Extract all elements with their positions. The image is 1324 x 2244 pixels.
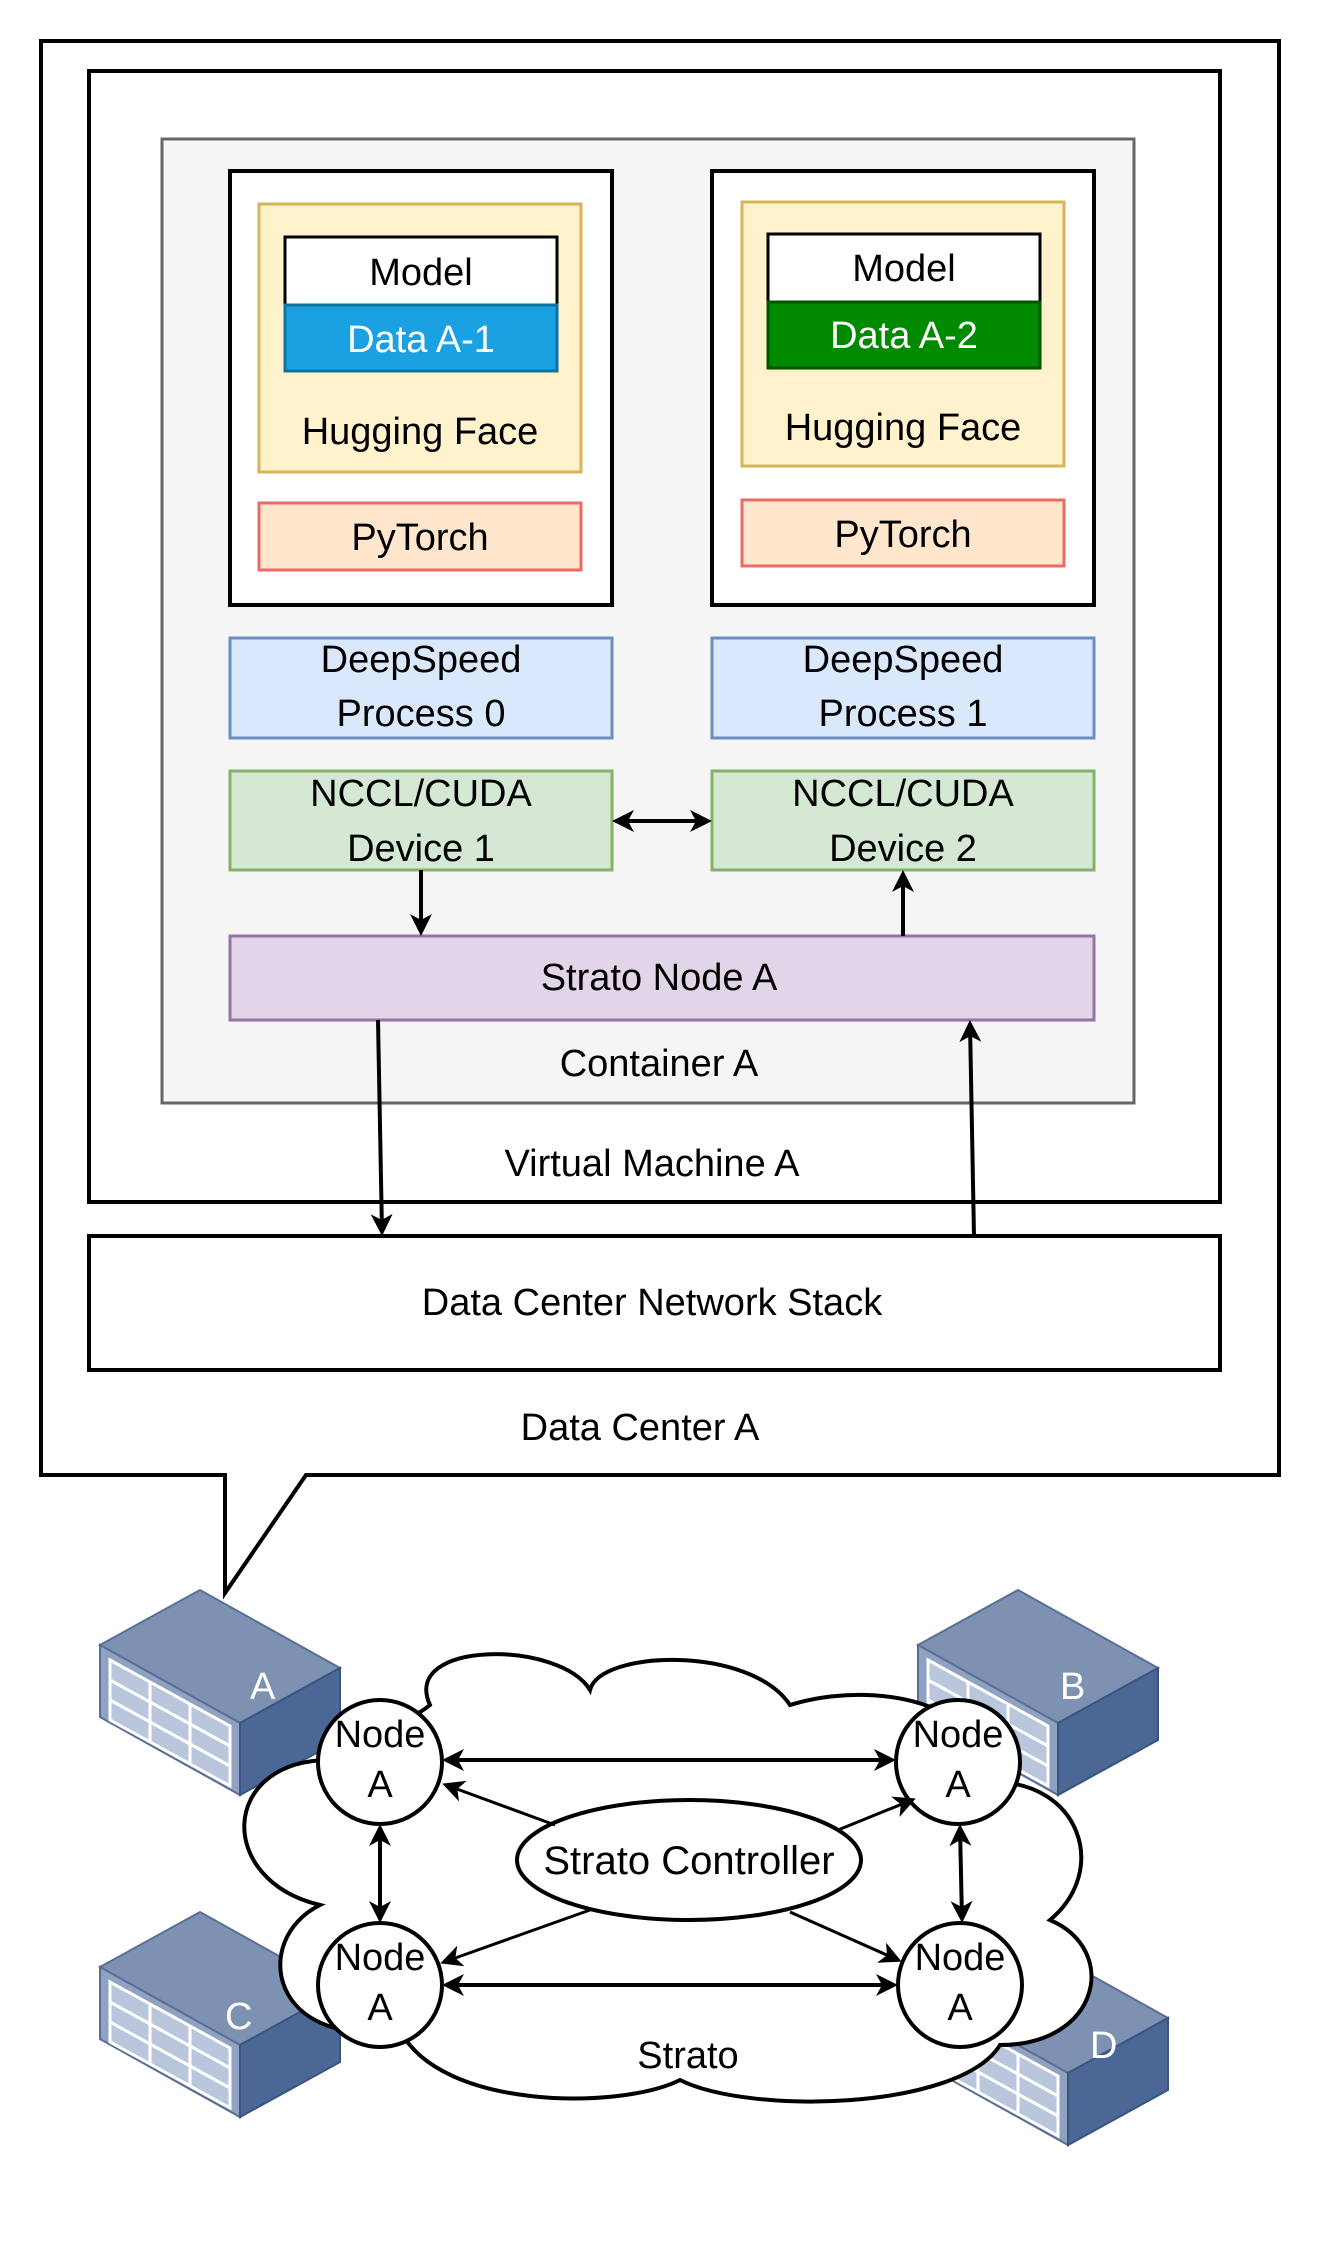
nccl-device-label: Device 1	[347, 828, 495, 870]
strato-node-box	[228, 934, 1096, 1022]
node-sublabel: A	[947, 1987, 973, 2029]
deepspeed-process-label: Process 1	[819, 693, 988, 735]
virtual-machine-label: Virtual Machine A	[504, 1143, 800, 1185]
node-a-top-right	[894, 1698, 1022, 1826]
node-to-network-arrow	[370, 1019, 393, 1236]
node-sublabel: A	[367, 1764, 393, 1806]
deepspeed-label: DeepSpeed	[321, 639, 522, 681]
node-label: Node	[335, 1937, 426, 1979]
node-a-bottom-right	[896, 1921, 1024, 2049]
strato-node-label: Strato Node A	[541, 957, 778, 999]
nccl-device-1-box	[228, 769, 614, 872]
data-box	[283, 303, 559, 373]
server-icon: D	[926, 1938, 1170, 2147]
link-arrow	[949, 1824, 973, 1923]
data-box	[766, 300, 1042, 370]
nccl-device-label: Device 2	[829, 828, 977, 870]
controller-arrow	[837, 1796, 916, 1832]
pytorch-label: PyTorch	[351, 517, 488, 559]
deepspeed-label: DeepSpeed	[803, 639, 1004, 681]
node-label: Node	[915, 1937, 1006, 1979]
server-label: D	[1090, 2025, 1117, 2067]
model-label: Model	[369, 252, 473, 294]
server-icon: C	[98, 1910, 342, 2119]
server-icon: A	[98, 1588, 342, 1797]
cloud-label: Strato	[637, 2035, 738, 2077]
server-label: C	[225, 1996, 252, 2038]
controller-arrow	[789, 1910, 902, 1963]
strato-controller-ellipse	[515, 1798, 863, 1922]
server-label: B	[1060, 1666, 1085, 1708]
node-sublabel: A	[367, 1987, 393, 2029]
data-label: Data A-2	[830, 315, 978, 357]
nccl-device-2-box	[710, 769, 1096, 872]
model-label: Model	[852, 248, 956, 290]
controller-arrow	[440, 1908, 591, 1967]
network-to-node-arrow	[959, 1020, 982, 1237]
hugging-face-label: Hugging Face	[785, 407, 1022, 449]
deepspeed-process-label: Process 0	[337, 693, 506, 735]
node-label: Node	[335, 1714, 426, 1756]
data-label: Data A-1	[347, 319, 495, 361]
deepspeed-process-0-box	[228, 636, 614, 740]
strato-controller-label: Strato Controller	[543, 1839, 834, 1883]
container-label: Container A	[560, 1043, 759, 1085]
nccl-label: NCCL/CUDA	[792, 773, 1014, 815]
server-label: A	[250, 1666, 276, 1708]
node-label: Node	[913, 1714, 1004, 1756]
node-sublabel: A	[945, 1764, 971, 1806]
nccl-label: NCCL/CUDA	[310, 773, 532, 815]
pytorch-label: PyTorch	[834, 514, 971, 556]
pytorch-box	[257, 501, 583, 572]
network-stack-box	[87, 1234, 1222, 1372]
data-center-label: Data Center A	[521, 1407, 760, 1449]
controller-arrow	[442, 1780, 556, 1827]
hugging-face-label: Hugging Face	[302, 411, 539, 453]
deepspeed-process-1-box	[710, 636, 1096, 740]
pytorch-box	[740, 498, 1066, 568]
network-stack-label: Data Center Network Stack	[422, 1282, 883, 1324]
server-icon: B	[916, 1588, 1160, 1797]
